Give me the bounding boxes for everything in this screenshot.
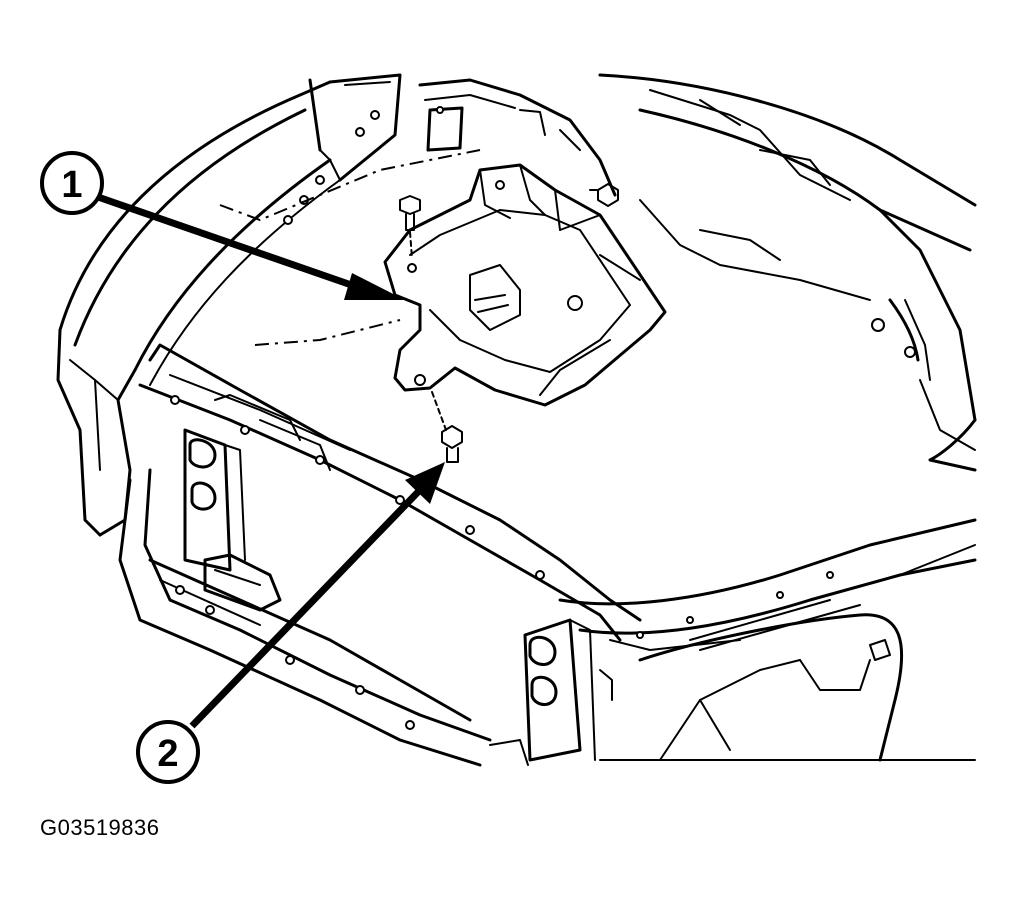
right-inner-rail xyxy=(919,379,977,472)
left-vertical-support xyxy=(183,428,282,612)
callout-1-bubble: 1 xyxy=(40,151,104,215)
radiator-support xyxy=(118,343,642,767)
right-fender xyxy=(598,73,977,422)
callout-2-number: 2 xyxy=(157,733,178,775)
figure-code: G03519836 xyxy=(40,815,160,840)
left-fender xyxy=(56,80,341,537)
left-upper-rail xyxy=(283,73,402,225)
right-front-panel xyxy=(558,518,977,762)
center-vertical-support xyxy=(489,618,613,766)
tray-bolt-top-right xyxy=(589,183,619,207)
battery-tray xyxy=(383,163,667,407)
firewall xyxy=(418,78,617,197)
tray-bolt-lower xyxy=(431,391,463,463)
tray-bolt-top-left xyxy=(399,195,421,259)
callout-2-leader xyxy=(189,462,445,729)
dashed-outline xyxy=(219,149,481,346)
callout-2-bubble: 2 xyxy=(136,720,200,784)
callout-1-leader xyxy=(96,193,405,300)
callout-1-number: 1 xyxy=(61,164,82,206)
